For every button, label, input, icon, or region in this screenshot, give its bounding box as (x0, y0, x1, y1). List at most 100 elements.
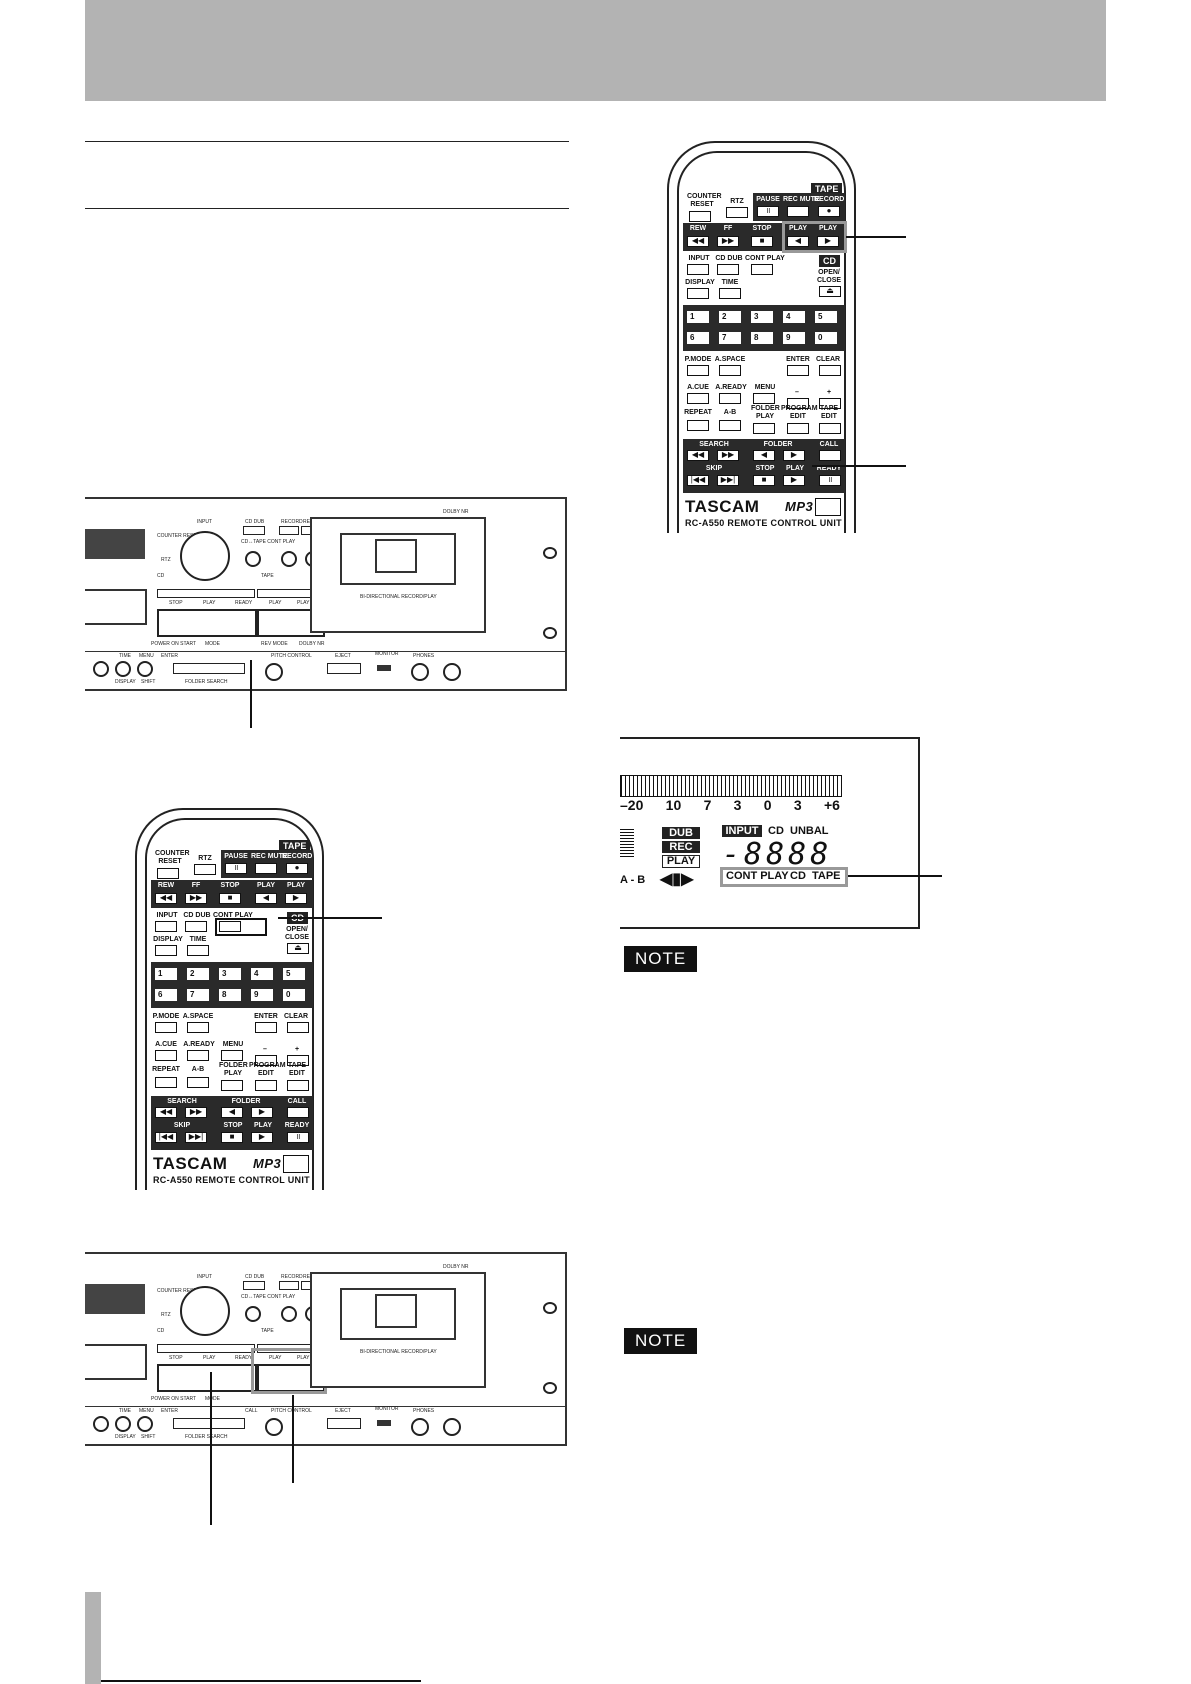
folder-fwd-button-2[interactable]: ▶ (251, 1107, 273, 1118)
a-b-button-2[interactable] (187, 1077, 209, 1088)
input-button[interactable] (687, 264, 709, 275)
open-close-button-2[interactable]: ⏏ (287, 943, 309, 954)
num-5-button[interactable]: 5 (815, 311, 837, 323)
play-forward-button-2[interactable]: ▶ (285, 893, 307, 904)
cont-play-button[interactable] (751, 264, 773, 275)
phones-jack[interactable] (411, 663, 429, 681)
program-edit-button-2[interactable] (255, 1080, 277, 1091)
folder-search-bar[interactable] (173, 663, 245, 674)
cd-dub-button[interactable] (717, 264, 739, 275)
enter-button[interactable] (787, 365, 809, 376)
input-knob[interactable] (180, 531, 230, 581)
folder-play-button-2[interactable] (221, 1080, 243, 1091)
program-edit-button[interactable] (787, 423, 809, 434)
skip-back-button[interactable]: |◀◀ (687, 475, 709, 486)
num-4-button-2[interactable]: 4 (251, 968, 273, 980)
deck2-time-knob[interactable] (115, 1416, 131, 1432)
num-7-button-2[interactable]: 7 (187, 989, 209, 1001)
display-button-2[interactable] (155, 945, 177, 956)
tape-edit-button[interactable] (819, 423, 841, 434)
record-button-2[interactable]: ● (286, 863, 308, 874)
play-reverse-button-2[interactable]: ◀ (255, 893, 277, 904)
num-0-button-2[interactable]: 0 (283, 989, 305, 1001)
pause-button-2[interactable]: ॥ (225, 863, 247, 874)
plus-button-2[interactable] (287, 1055, 309, 1066)
pitch-control-knob-2[interactable] (265, 1418, 283, 1436)
folder-back-button-2[interactable]: ◀ (221, 1107, 243, 1118)
a-ready-button[interactable] (719, 393, 741, 404)
num-9-button-2[interactable]: 9 (251, 989, 273, 1001)
pitch-control-knob[interactable] (265, 663, 283, 681)
deck-cd-transport[interactable] (157, 609, 257, 637)
deck-rew-knob[interactable] (281, 551, 297, 567)
cont-play-button-2[interactable] (219, 921, 241, 932)
folder-search-bar-2[interactable] (173, 1418, 245, 1429)
num-2-button-2[interactable]: 2 (187, 968, 209, 980)
phones-level-knob[interactable] (443, 663, 461, 681)
deck2-rew-knob[interactable] (281, 1306, 297, 1322)
deck2-menu-knob[interactable] (137, 1416, 153, 1432)
deck2-knob-a[interactable] (93, 1416, 109, 1432)
play-forward-button[interactable]: ▶ (817, 236, 839, 247)
minus-button-2[interactable] (255, 1055, 277, 1066)
deck-menu-knob[interactable] (137, 661, 153, 677)
num-9-button[interactable]: 9 (783, 332, 805, 344)
deck2-record-button[interactable] (279, 1281, 299, 1290)
input-knob-2[interactable] (180, 1286, 230, 1336)
open-close-button[interactable]: ⏏ (819, 286, 841, 297)
cd-play-button-2[interactable]: ▶ (251, 1132, 273, 1143)
cd-play-button[interactable]: ▶ (783, 475, 805, 486)
search-fwd-button-2[interactable]: ▶▶ (185, 1107, 207, 1118)
call-button-2[interactable] (287, 1107, 309, 1118)
search-back-button[interactable]: ◀◀ (687, 450, 709, 461)
folder-fwd-button[interactable]: ▶ (783, 450, 805, 461)
rew-button[interactable]: ◀◀ (687, 236, 709, 247)
input-button-2[interactable] (155, 921, 177, 932)
num-1-button[interactable]: 1 (687, 311, 709, 323)
num-8-button[interactable]: 8 (751, 332, 773, 344)
folder-back-button[interactable]: ◀ (753, 450, 775, 461)
rew-button-2[interactable]: ◀◀ (155, 893, 177, 904)
cd-dub-button-2[interactable] (185, 921, 207, 932)
repeat-button[interactable] (687, 420, 709, 431)
a-b-button[interactable] (719, 420, 741, 431)
deck2-cd-dub-button[interactable] (243, 1281, 265, 1290)
a-ready-button-2[interactable] (187, 1050, 209, 1061)
rec-mute-button-2[interactable] (255, 863, 277, 874)
num-7-button[interactable]: 7 (719, 332, 741, 344)
a-space-button[interactable] (719, 365, 741, 376)
clear-button-2[interactable] (287, 1022, 309, 1033)
repeat-button-2[interactable] (155, 1077, 177, 1088)
a-cue-button[interactable] (687, 393, 709, 404)
cd-ready-button[interactable]: ॥ (819, 475, 841, 486)
menu-button-2[interactable] (221, 1050, 243, 1061)
stop-button[interactable]: ■ (751, 236, 773, 247)
num-2-button[interactable]: 2 (719, 311, 741, 323)
record-button[interactable]: ● (818, 206, 840, 217)
rtz-button-2[interactable] (194, 864, 216, 875)
time-button-2[interactable] (187, 945, 209, 956)
num-1-button-2[interactable]: 1 (155, 968, 177, 980)
menu-button[interactable] (753, 393, 775, 404)
search-back-button-2[interactable]: ◀◀ (155, 1107, 177, 1118)
num-5-button-2[interactable]: 5 (283, 968, 305, 980)
eject-button-2[interactable] (327, 1418, 361, 1429)
plus-button[interactable] (819, 398, 841, 409)
num-4-button[interactable]: 4 (783, 311, 805, 323)
time-button[interactable] (719, 288, 741, 299)
num-3-button-2[interactable]: 3 (219, 968, 241, 980)
rec-mute-button[interactable] (787, 206, 809, 217)
display-button[interactable] (687, 288, 709, 299)
num-3-button[interactable]: 3 (751, 311, 773, 323)
skip-fwd-button[interactable]: ▶▶| (717, 475, 739, 486)
ff-button-2[interactable]: ▶▶ (185, 893, 207, 904)
p-mode-button[interactable] (687, 365, 709, 376)
tape-edit-button-2[interactable] (287, 1080, 309, 1091)
deck2-cd-transport[interactable] (157, 1364, 257, 1392)
cd-stop-button-2[interactable]: ■ (221, 1132, 243, 1143)
search-fwd-button[interactable]: ▶▶ (717, 450, 739, 461)
deck2-cont-play-button[interactable] (245, 1306, 261, 1322)
counter-reset-button[interactable] (689, 211, 711, 222)
stop-button-2[interactable]: ■ (219, 893, 241, 904)
deck-knob-a[interactable] (93, 661, 109, 677)
